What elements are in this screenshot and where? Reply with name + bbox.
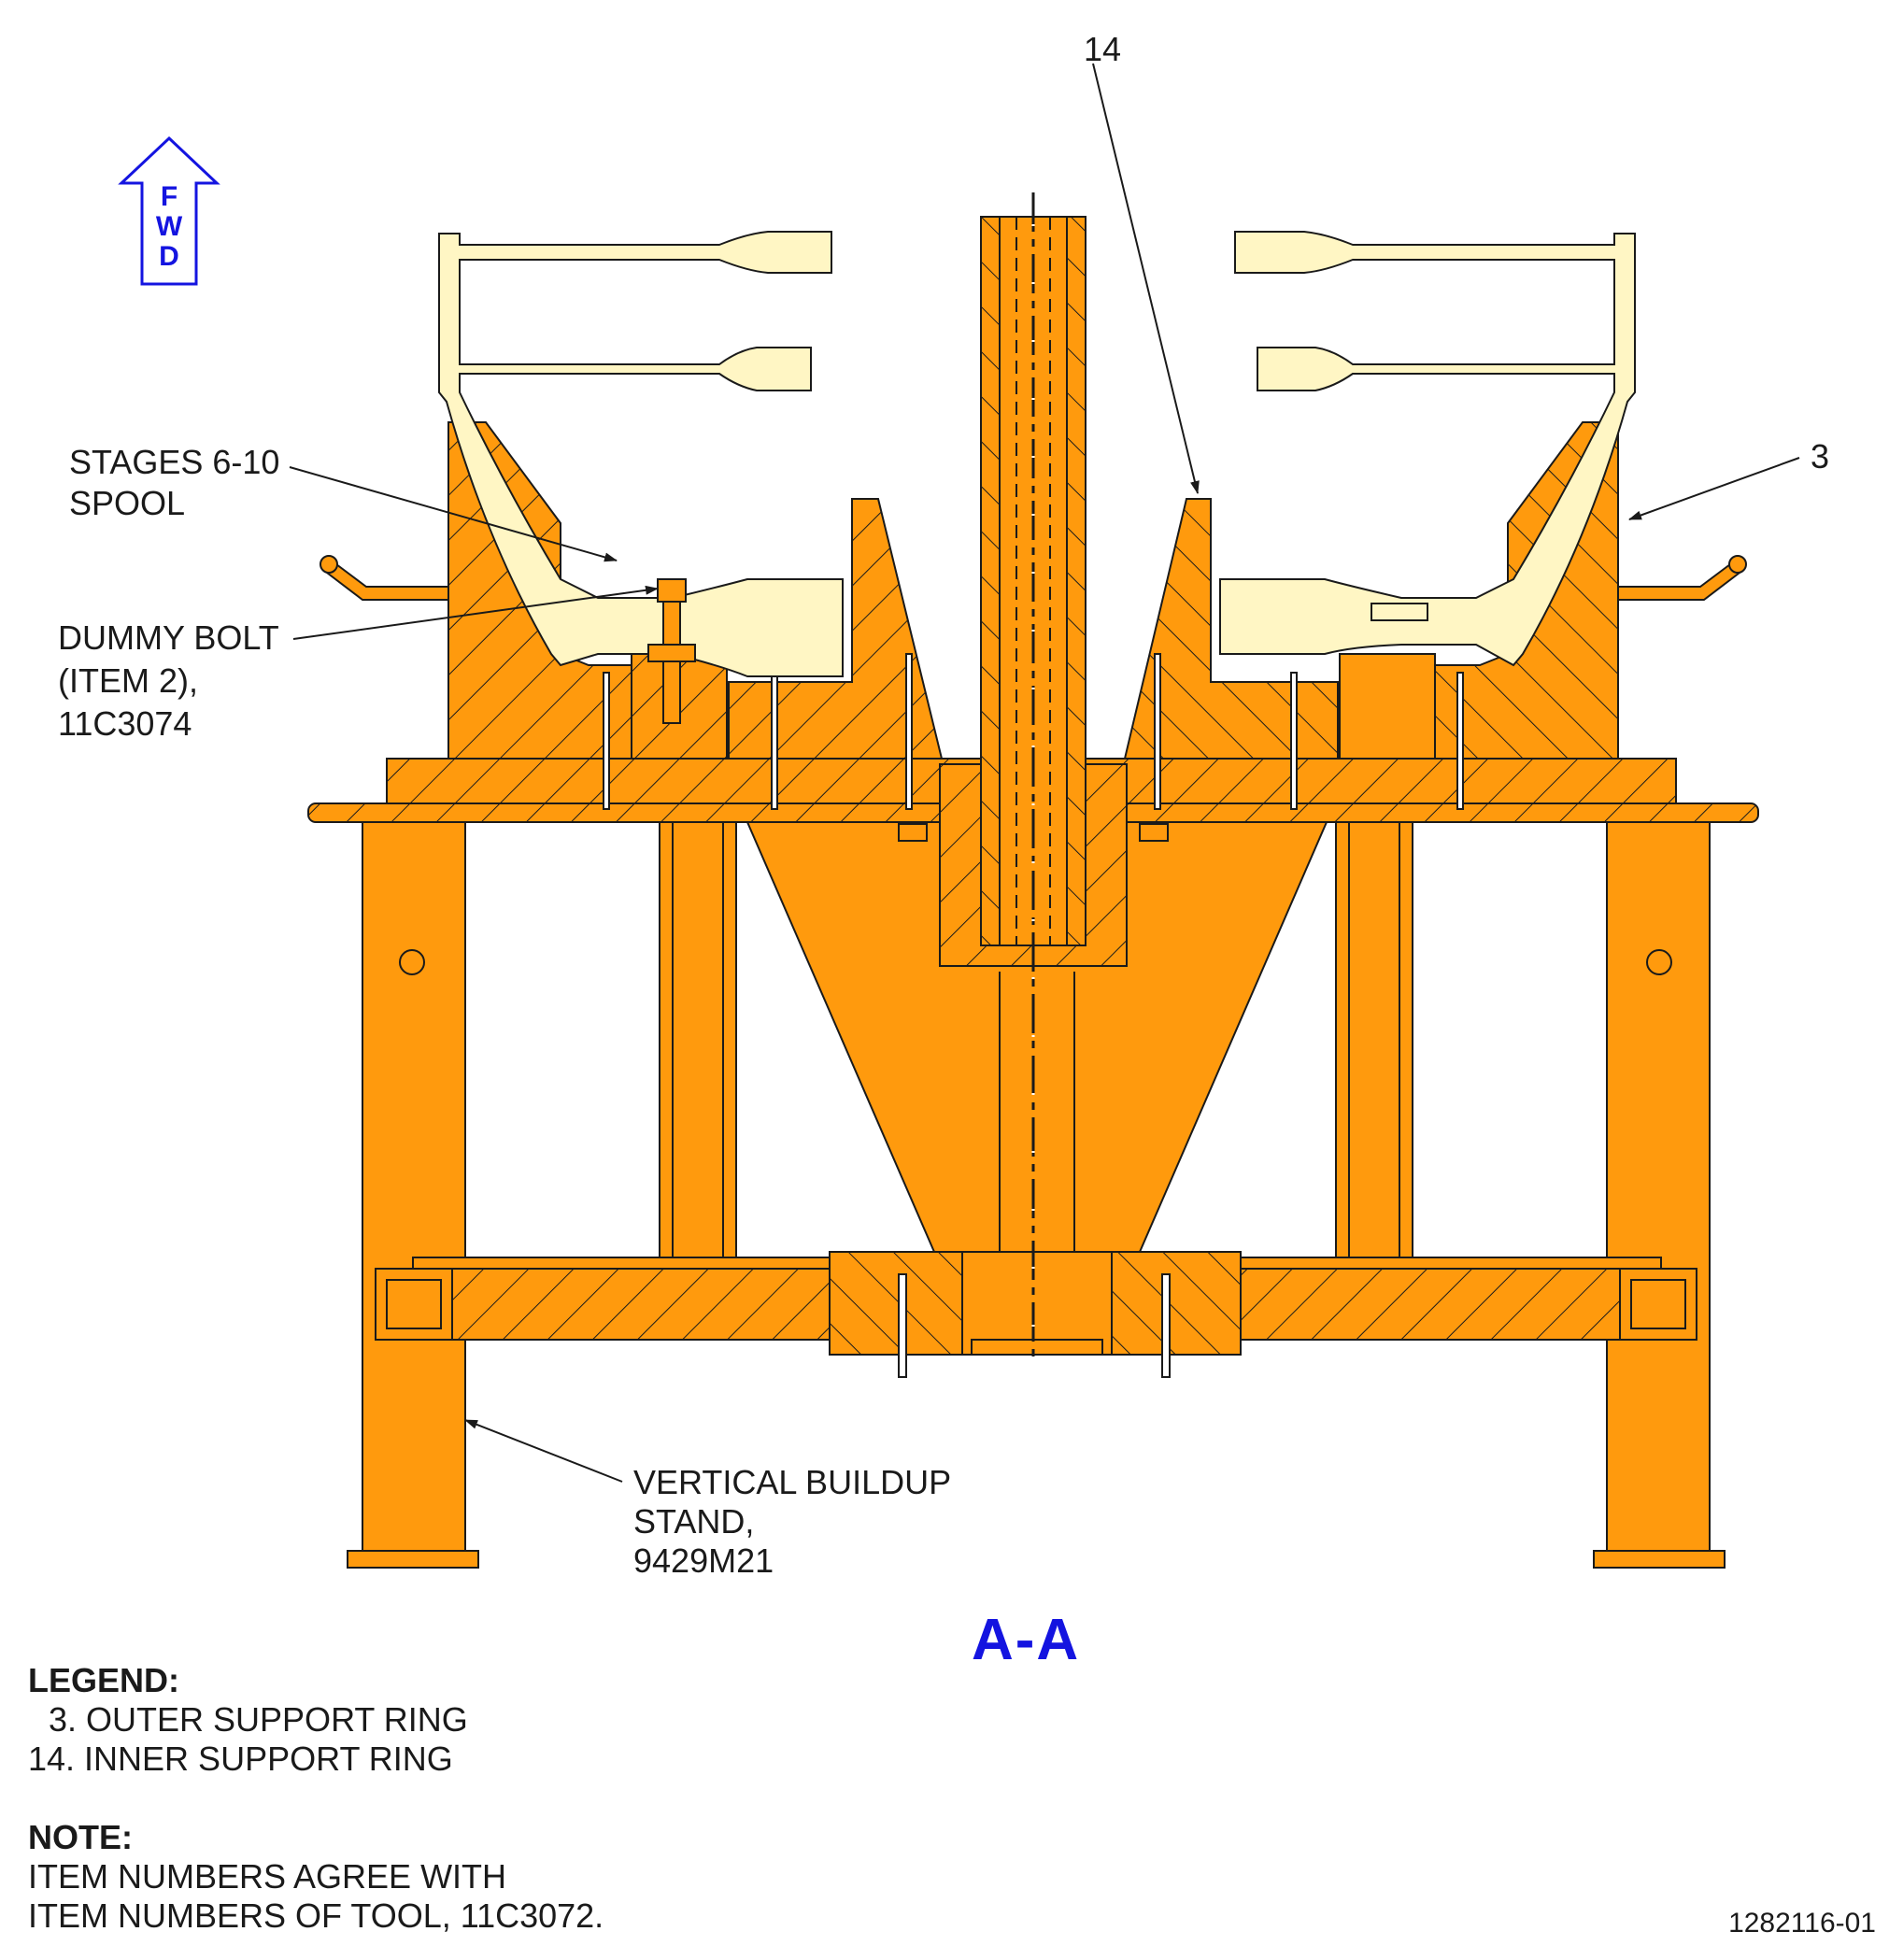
callout-item-3: 3 [1811,437,1830,476]
right-inner-leg [1335,821,1413,1268]
fwd-letter-w: W [155,211,183,242]
inner-support-ring-right [1123,498,1339,760]
callout-dummy-bolt-line2: (ITEM 2), [58,661,198,700]
note-line: ITEM NUMBERS OF TOOL, 11C3072. [28,1896,604,1935]
left-outer-leg [347,821,479,1569]
spool-right [1219,231,1636,667]
fwd-letter-d: D [159,241,179,272]
spool-left [438,231,844,677]
fwd-arrow-icon [118,135,220,286]
bolt-right [1371,603,1428,621]
callout-dummy-bolt-line3: 11C3074 [58,704,192,743]
callout-stand-line1: VERTICAL BUILDUP [633,1463,952,1501]
callout-stand-line2: STAND, [633,1502,755,1541]
callout-spool-line2: SPOOL [69,484,186,522]
legend-title: LEGEND: [28,1661,179,1699]
handle-left [320,555,449,601]
legend: LEGEND: 3. OUTER SUPPORT RING 14. INNER … [28,1661,468,1779]
note-title: NOTE: [28,1818,133,1856]
fwd-letter-f: F [160,181,178,212]
legend-item: 14. INNER SUPPORT RING [28,1740,453,1778]
right-outer-leg [1593,821,1726,1569]
callout-spool-line1: STAGES 6-10 [69,443,280,481]
alignment-pins [603,653,1464,810]
callout-dummy-bolt-line1: DUMMY BOLT [58,618,279,657]
note: NOTE: ITEM NUMBERS AGREE WITH ITEM NUMBE… [28,1818,604,1936]
lower-pins [898,1273,1171,1378]
left-inner-leg [659,821,737,1268]
shaft-seals [898,823,1169,842]
cone-inner-lines [999,972,1075,1252]
callout-item-14: 14 [1084,30,1122,68]
callout-stand-line3: 9429M21 [633,1541,774,1580]
inner-support-ring-left [728,498,944,760]
section-label: A-A [972,1608,1081,1672]
note-line: ITEM NUMBERS AGREE WITH [28,1857,507,1896]
lower-cross-beam [375,1251,1697,1356]
figure-number: 1282116-01 [1728,1908,1876,1939]
leader-lines [289,63,1800,1483]
legend-item: 3. OUTER SUPPORT RING [49,1700,468,1739]
handle-right [1617,555,1747,601]
